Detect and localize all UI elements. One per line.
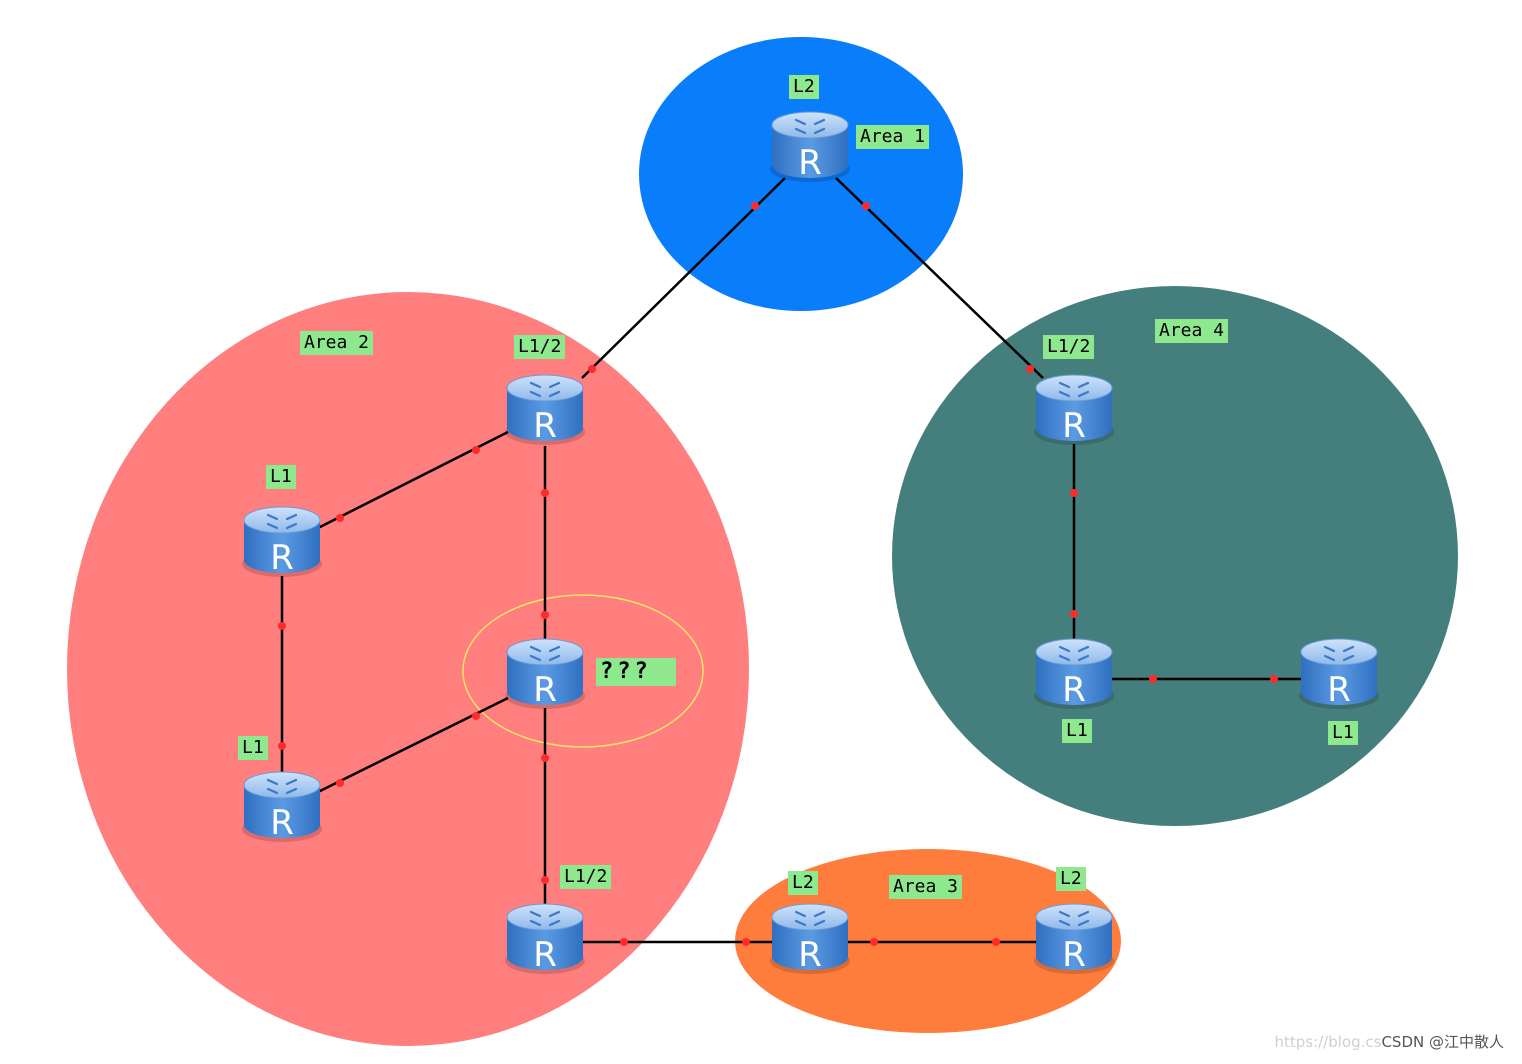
router-area2-top-l1-2[interactable]: R xyxy=(505,374,585,446)
router-icon: R xyxy=(770,903,850,975)
unknown-level-label: ??? xyxy=(596,658,676,686)
router-area2-left-bottom-l1[interactable]: R xyxy=(242,771,322,843)
router-glyph: R xyxy=(798,935,822,975)
router-level-label: L1/2 xyxy=(514,335,566,359)
router-area4-top-l1-2[interactable]: R xyxy=(1034,374,1114,446)
router-area4-bottom-right-l1[interactable]: R xyxy=(1299,638,1379,710)
area-1-label: Area 1 xyxy=(856,125,930,149)
router-icon: R xyxy=(770,111,850,183)
router-glyph: R xyxy=(533,935,557,975)
area-2-region xyxy=(67,292,749,1046)
router-glyph: R xyxy=(1327,670,1351,710)
router-level-label: L1 xyxy=(1328,721,1358,745)
router-glyph: R xyxy=(798,143,822,183)
router-icon: R xyxy=(1034,374,1114,446)
port-dot xyxy=(862,202,870,210)
link-a1-a2top xyxy=(581,177,786,379)
router-glyph: R xyxy=(270,803,294,843)
area-4-region xyxy=(892,286,1458,826)
port-dot xyxy=(472,446,480,454)
router-icon: R xyxy=(505,638,585,710)
router-area2-unknown[interactable]: R xyxy=(505,638,585,710)
router-glyph: R xyxy=(533,670,557,710)
router-icon: R xyxy=(1034,638,1114,710)
port-dot xyxy=(588,365,596,373)
router-area1-l2[interactable]: R xyxy=(770,111,850,183)
router-glyph: R xyxy=(1062,935,1086,975)
router-area3-right-l2[interactable]: R xyxy=(1034,903,1114,975)
port-dot xyxy=(1026,365,1034,373)
router-level-label: L1 xyxy=(1062,719,1092,743)
router-level-label: L1 xyxy=(266,465,296,489)
port-dot xyxy=(1070,610,1078,618)
router-icon: R xyxy=(1034,903,1114,975)
router-area2-left-top-l1[interactable]: R xyxy=(242,506,322,578)
port-dot xyxy=(336,779,344,787)
router-glyph: R xyxy=(270,538,294,578)
link-a1-a4top xyxy=(835,177,1044,379)
watermark-brand: CSDN @江中散人 xyxy=(1381,1033,1504,1051)
router-glyph: R xyxy=(533,406,557,446)
port-dot xyxy=(278,742,286,750)
router-level-label: L2 xyxy=(789,75,819,99)
router-level-label: L1/2 xyxy=(1043,335,1095,359)
port-dot xyxy=(742,938,750,946)
area-4-label: Area 4 xyxy=(1155,319,1229,343)
router-level-label: L1/2 xyxy=(560,865,612,889)
watermark-url: https://blog.cs xyxy=(1274,1033,1382,1051)
interface-ports xyxy=(278,202,1278,946)
port-dot xyxy=(1070,489,1078,497)
area-2-label: Area 2 xyxy=(300,331,374,355)
port-dot xyxy=(472,712,480,720)
port-dot xyxy=(1270,675,1278,683)
router-icon: R xyxy=(242,771,322,843)
area-3-label: Area 3 xyxy=(889,875,963,899)
router-icon: R xyxy=(242,506,322,578)
router-icon: R xyxy=(505,374,585,446)
port-dot xyxy=(541,489,549,497)
unknown-router-highlight xyxy=(462,594,704,748)
routers: R R R R R R R R R R R xyxy=(242,111,1379,975)
port-dot xyxy=(751,202,759,210)
watermark: https://blog.csCSDN @江中散人 xyxy=(1274,1031,1504,1052)
port-dot xyxy=(541,611,549,619)
port-dot xyxy=(541,754,549,762)
router-icon: R xyxy=(1299,638,1379,710)
router-level-label: L2 xyxy=(788,871,818,895)
port-dot xyxy=(992,938,1000,946)
router-level-label: L1 xyxy=(238,736,268,760)
port-dot xyxy=(1149,675,1157,683)
port-dot xyxy=(870,938,878,946)
router-area4-bottom-left-l1[interactable]: R xyxy=(1034,638,1114,710)
port-dot xyxy=(541,876,549,884)
router-area2-bottom-l1-2[interactable]: R xyxy=(505,903,585,975)
router-level-label: L2 xyxy=(1056,867,1086,891)
router-glyph: R xyxy=(1062,670,1086,710)
router-area3-left-l2[interactable]: R xyxy=(770,903,850,975)
port-dot xyxy=(278,622,286,630)
router-glyph: R xyxy=(1062,406,1086,446)
router-icon: R xyxy=(505,903,585,975)
port-dot xyxy=(620,938,628,946)
port-dot xyxy=(336,514,344,522)
